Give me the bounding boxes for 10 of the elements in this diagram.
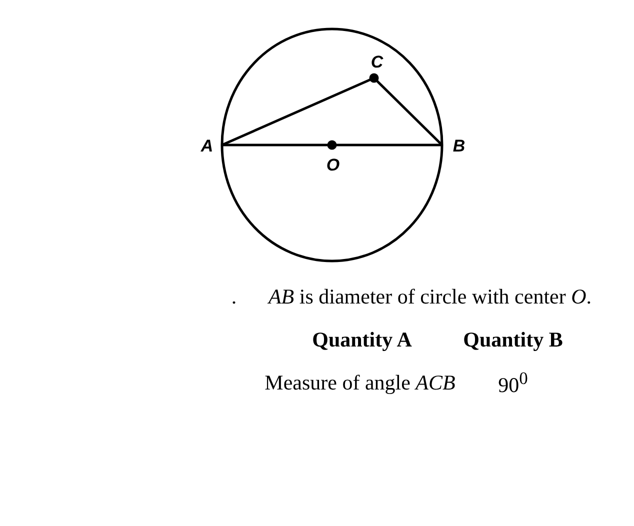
quantity-text: 90$^{0}$ — [498, 370, 528, 396]
quantity-text: Measure of angle ACB — [264, 372, 456, 394]
point-label: O — [326, 156, 340, 174]
point-label: B — [452, 138, 466, 154]
dot-mark: . — [231, 286, 237, 308]
point-label: C — [370, 54, 384, 70]
point-label: A — [200, 138, 214, 154]
column-heading: Quantity B — [463, 330, 563, 350]
statement-text: AB is diameter of circle with center O. — [268, 286, 592, 308]
column-heading: Quantity A — [312, 330, 412, 350]
